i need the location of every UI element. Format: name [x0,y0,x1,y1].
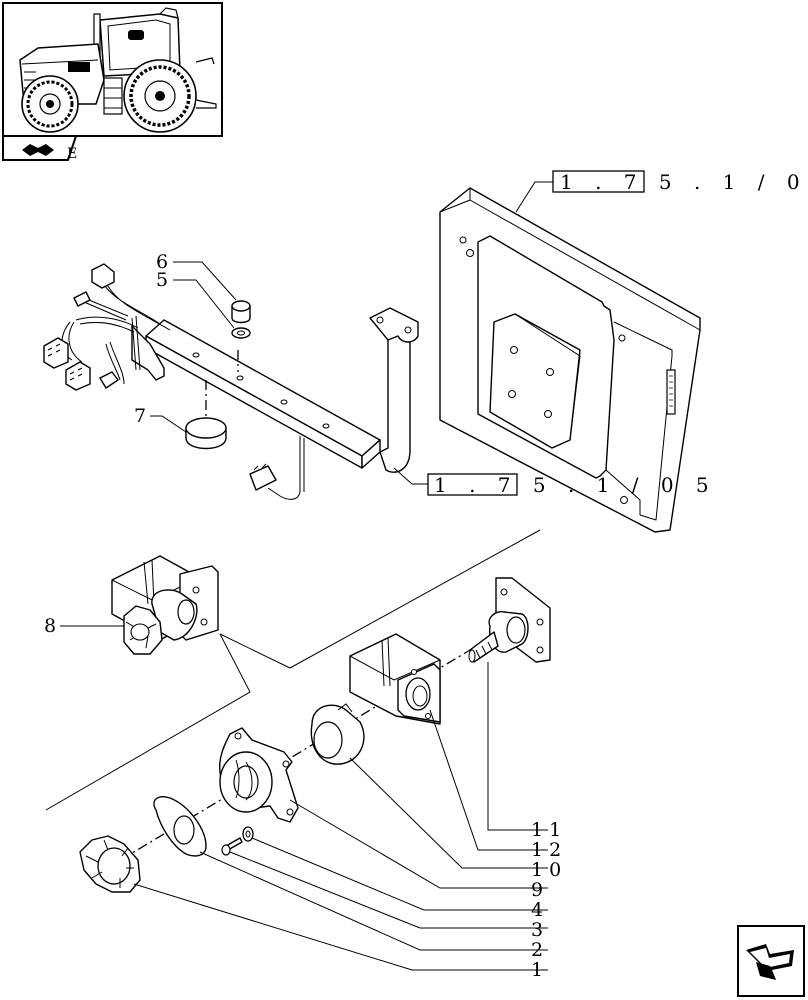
reference-label-top[interactable]: 1 . 7 5 . 1 / 0 5 [552,170,808,194]
next-page-button[interactable] [737,925,805,997]
part-11-stud-plate [468,577,551,663]
section-letter: E [67,146,77,162]
part-3-screw [221,837,243,856]
callout-8: 8 [44,615,56,637]
reference-label-mid[interactable]: 1 . 7 5 . 1 / 0 5 [427,473,717,497]
callout-7: 7 [134,405,146,427]
book-section-icon [22,144,54,156]
part-9-socket-housing [218,727,299,823]
part-4-washer [242,826,254,842]
part-8-knob-assembly [111,555,219,655]
part-5-washer [231,327,251,339]
part-10-ball [310,703,365,765]
callout-9: 9 [531,879,543,901]
tractor-thumbnail-icon [19,7,217,133]
callout-5: 5 [156,269,168,291]
reference-label-top-text: 1 . 7 5 . 1 / 0 5 [560,170,808,194]
callout-10: 1 0 [531,859,561,881]
part-6-nut [231,300,251,324]
section-tab[interactable]: E [2,135,78,162]
tractor-thumbnail[interactable] [2,2,223,137]
callout-3: 3 [531,919,543,941]
callout-4: 4 [531,899,543,921]
wiring-harness [43,263,171,391]
part-12-bracket [349,633,441,725]
callout-12: 1 2 [531,839,561,861]
part-2-dome [153,796,207,857]
control-unit [439,187,701,533]
reference-label-mid-text: 1 . 7 5 . 1 / 0 5 [434,473,717,497]
callout-11: 1 1 [531,819,561,841]
part-7-cap [185,417,227,450]
callout-2: 2 [531,939,543,961]
part-1-knob [79,835,141,893]
callout-6: 6 [156,251,168,273]
bracket-assembly [131,307,419,500]
callout-1: 1 [531,959,543,981]
next-page-arrow-icon [746,944,794,980]
